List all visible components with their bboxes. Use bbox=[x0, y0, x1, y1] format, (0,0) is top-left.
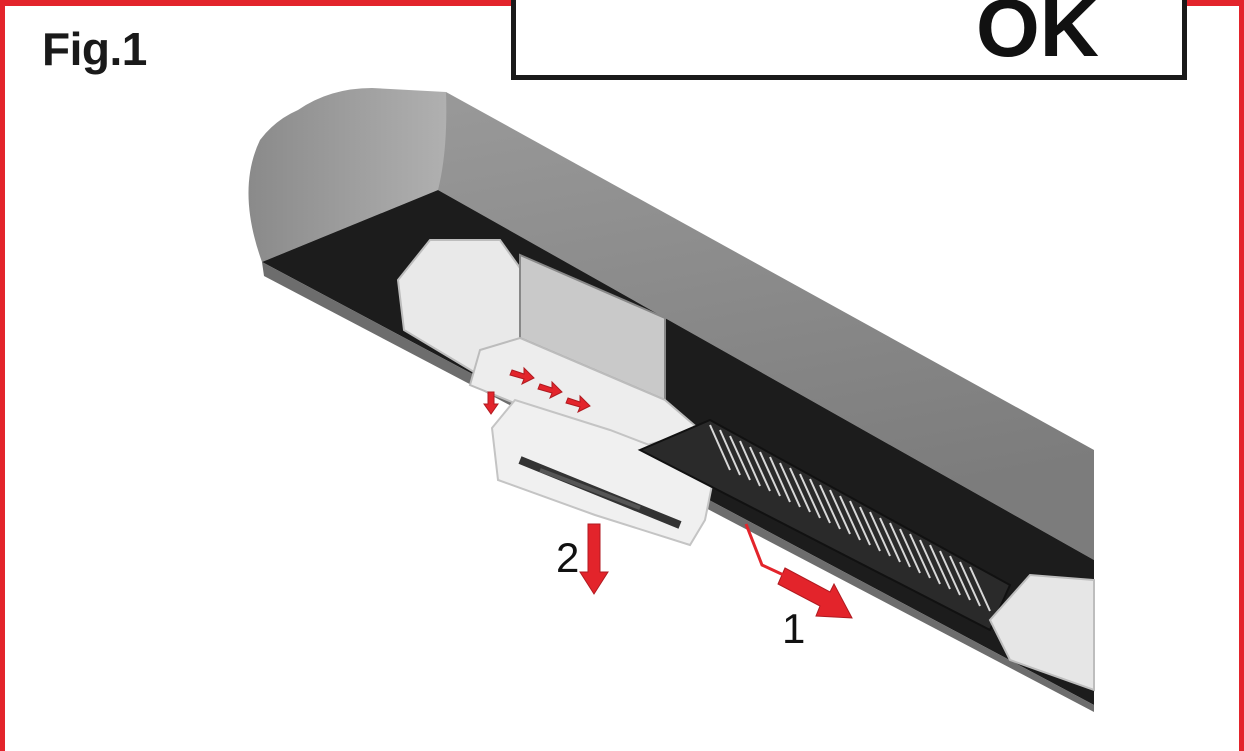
step-2-arrow bbox=[579, 523, 609, 595]
tool-callout-box bbox=[511, 0, 1187, 80]
heater-grille bbox=[637, 418, 1012, 632]
small-arrow-2 bbox=[537, 380, 563, 400]
step-2-label: 2 bbox=[556, 534, 580, 581]
figure-label: Fig.1 bbox=[42, 23, 147, 75]
step-1-leader-line bbox=[744, 523, 791, 580]
right-bracket bbox=[988, 573, 1095, 692]
step-1-arrow bbox=[777, 567, 853, 619]
small-arrow-1 bbox=[509, 366, 535, 386]
heater-housing bbox=[338, 92, 1094, 560]
heater-end-cap bbox=[248, 88, 447, 262]
step-1-label: 1 bbox=[782, 605, 806, 652]
small-arrow-3 bbox=[565, 394, 591, 414]
ok-label: OK bbox=[976, 0, 1099, 74]
small-arrow-down bbox=[483, 391, 499, 415]
removed-filter bbox=[490, 398, 717, 547]
